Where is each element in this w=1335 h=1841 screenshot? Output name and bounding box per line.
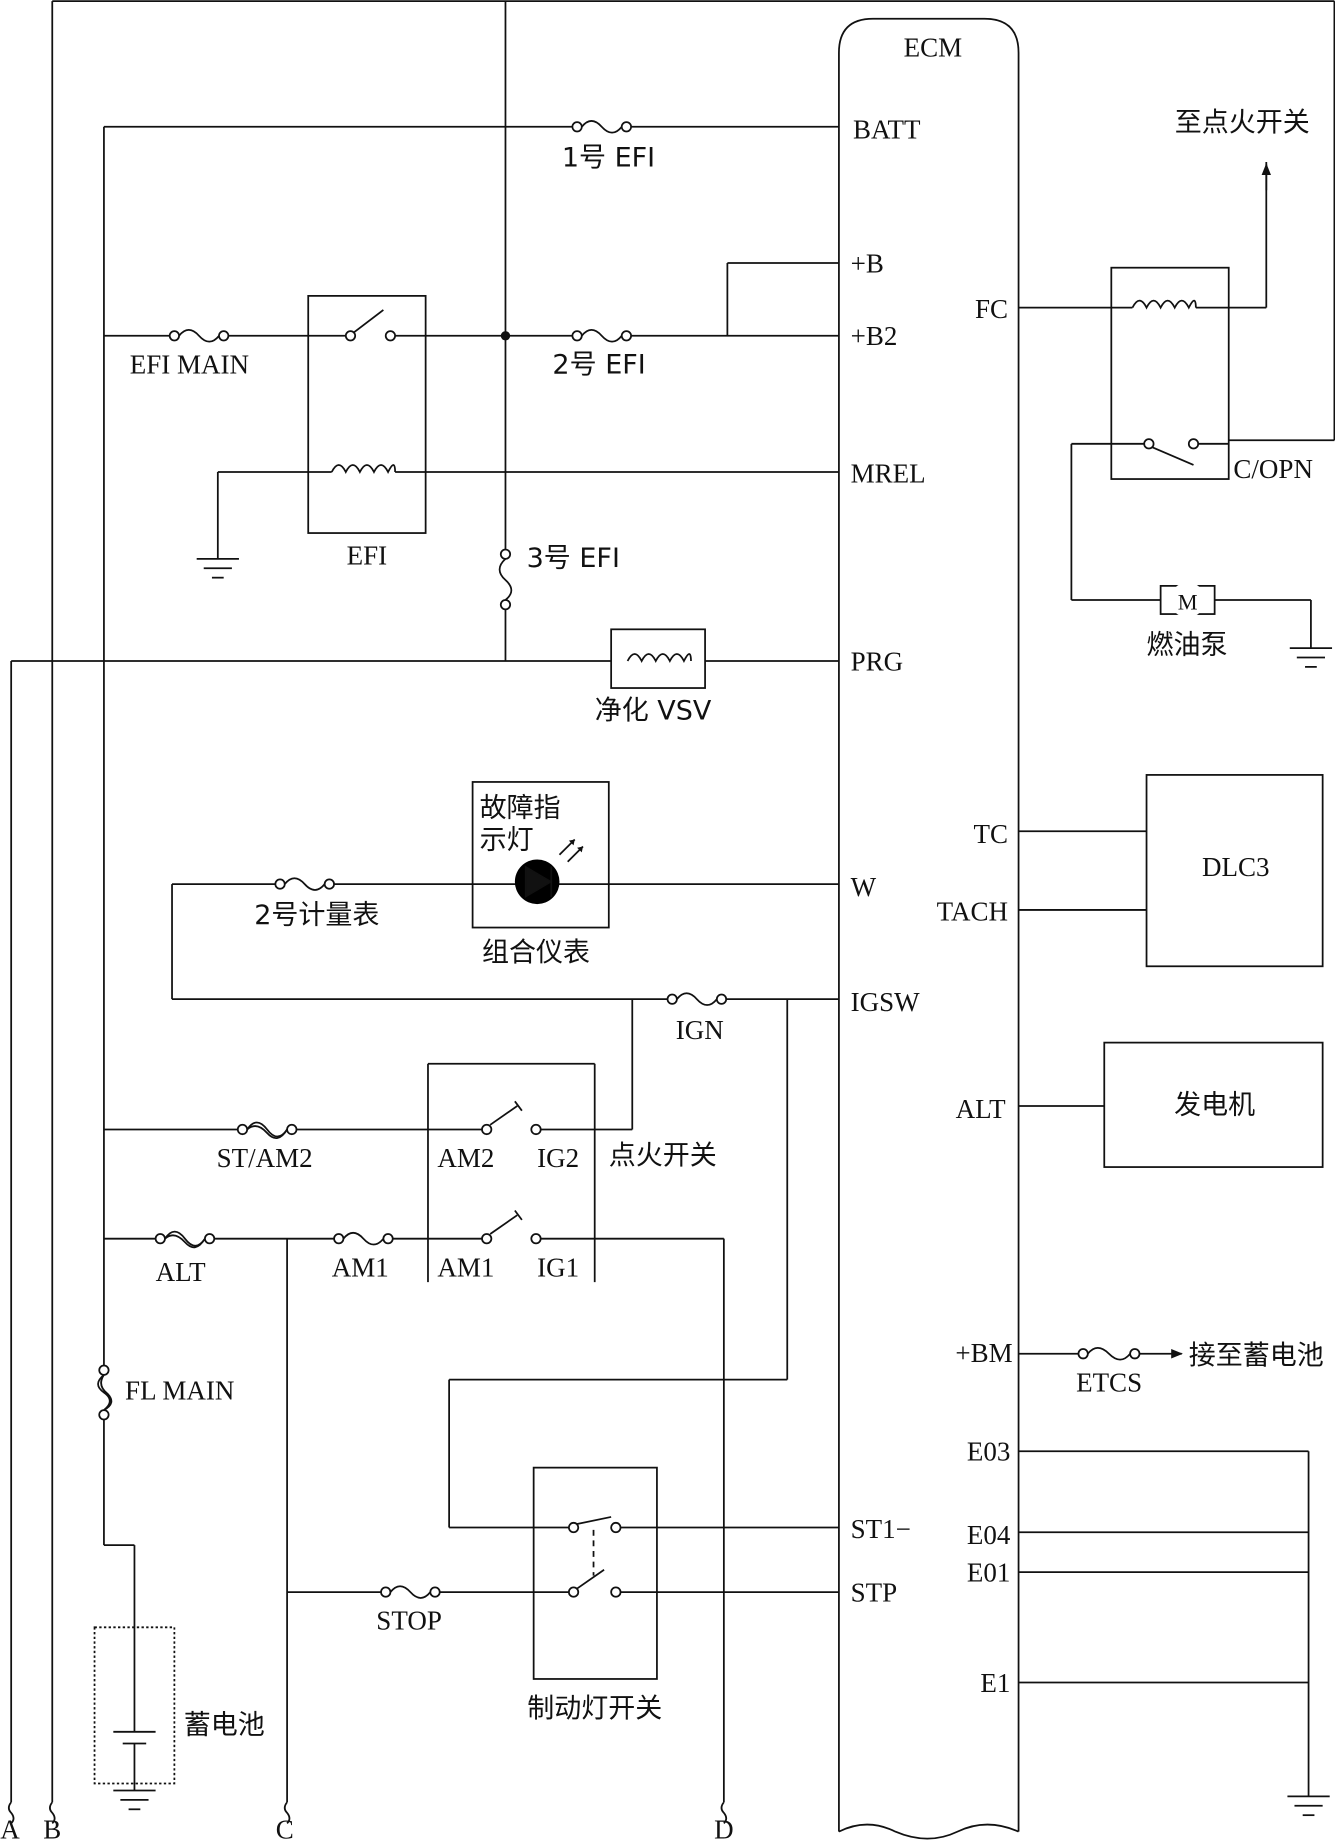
break-label-c: C xyxy=(276,1815,294,1841)
fuse-am1 xyxy=(333,1231,394,1246)
pin-w: W xyxy=(851,872,877,902)
alternator-label: 发电机 xyxy=(1174,1090,1255,1121)
pin-e03: E03 xyxy=(967,1437,1011,1467)
pin-bm: +BM xyxy=(955,1338,1012,1368)
wire-break-marks xyxy=(7,1801,728,1825)
circuit-opening-relay-label: C/OPN xyxy=(1233,454,1313,484)
ignition-switch xyxy=(427,1062,596,1283)
to-ignition-switch-label: 至点火开关 xyxy=(1175,107,1310,138)
combination-meter xyxy=(471,781,610,929)
fuse-fl-main-label: FL MAIN xyxy=(125,1376,234,1406)
fuel-pump-label: 燃油泵 xyxy=(1147,630,1228,661)
dlc3-box xyxy=(1145,774,1324,968)
pin-batt: BATT xyxy=(853,115,921,145)
pin-fc: FC xyxy=(975,294,1008,324)
fuse-stop-label: STOP xyxy=(376,1606,442,1636)
junction-dot xyxy=(500,331,511,341)
fuel-pump xyxy=(1159,582,1216,618)
pin-igsw: IGSW xyxy=(851,987,921,1017)
ground-icon xyxy=(1287,1795,1330,1817)
fuse-efi-main-label: EFI MAIN xyxy=(130,349,249,379)
fuse-stop xyxy=(380,1585,441,1599)
fuse-st-am2 xyxy=(236,1121,298,1139)
ecm-module: ECM xyxy=(838,17,1020,1840)
fuse-efi3-label: 3号 EFI xyxy=(527,543,620,574)
fuse-efi2 xyxy=(571,329,632,343)
pin-e01: E01 xyxy=(967,1558,1011,1588)
fuse-etcs xyxy=(1077,1347,1141,1361)
pin-alt: ALT xyxy=(956,1094,1007,1124)
wires xyxy=(10,0,1335,1803)
mil-label-line2: 示灯 xyxy=(480,825,534,856)
fuse-efi1 xyxy=(571,120,632,134)
fuse-efi2-label: 2号 EFI xyxy=(552,349,645,380)
to-battery-label: 接至蓄电池 xyxy=(1189,1340,1324,1371)
pin-tc: TC xyxy=(973,819,1008,849)
fuse-gauge2-label: 2号计量表 xyxy=(254,900,379,931)
fuse-etcs-label: ETCS xyxy=(1076,1367,1142,1397)
pin-tach: TACH xyxy=(937,897,1008,927)
fuse-efi1-label: 1号 EFI xyxy=(562,143,655,174)
pin-b2: +B2 xyxy=(851,321,898,351)
fuse-efi3 xyxy=(498,548,513,611)
purge-vsv xyxy=(610,628,706,689)
break-label-a: A xyxy=(0,1815,20,1841)
ignition-switch-label: 点火开关 xyxy=(609,1141,717,1172)
fuse-fl-main xyxy=(97,1364,113,1421)
ground-icon xyxy=(196,557,239,579)
dlc3-label: DLC3 xyxy=(1202,852,1270,882)
terminal-am2: AM2 xyxy=(437,1143,494,1173)
terminal-am1: AM1 xyxy=(437,1252,494,1282)
brake-light-switch xyxy=(532,1466,658,1680)
fuse-alt xyxy=(154,1230,216,1249)
combination-meter-label: 组合仪表 xyxy=(482,938,590,969)
efi-relay xyxy=(307,294,427,534)
fuse-ign xyxy=(666,992,728,1006)
pin-e04: E04 xyxy=(967,1520,1011,1550)
battery xyxy=(93,1626,176,1785)
terminal-ig2: IG2 xyxy=(537,1143,579,1173)
fuse-am1-label: AM1 xyxy=(332,1252,389,1282)
motor-icon: M xyxy=(1178,589,1198,614)
pin-mrel: MREL xyxy=(851,459,926,489)
mil-label-line1: 故障指 xyxy=(480,793,561,824)
ecm-title: ECM xyxy=(904,32,963,62)
ecm-right-pins: FC TC TACH ALT +BM E03 E04 E01 E1 xyxy=(937,294,1013,1698)
ground-icon xyxy=(113,1789,156,1811)
alternator-box xyxy=(1103,1041,1324,1168)
purge-vsv-label: 净化 VSV xyxy=(595,696,712,727)
battery-label: 蓄电池 xyxy=(184,1710,265,1741)
pin-b: +B xyxy=(851,248,884,278)
fuse-alt-label: ALT xyxy=(156,1257,207,1287)
break-label-b: B xyxy=(43,1815,61,1841)
pin-stp: STP xyxy=(851,1577,898,1607)
ground-icon xyxy=(1289,647,1333,668)
fuse-efi-main xyxy=(168,329,230,343)
brake-light-switch-label: 制动灯开关 xyxy=(527,1694,662,1725)
ecm-left-pins: BATT +B +B2 MREL PRG W IGSW ST1− STP xyxy=(851,115,926,1608)
efi-relay-label: EFI xyxy=(347,541,388,571)
terminal-ig1: IG1 xyxy=(537,1252,579,1282)
pin-prg: PRG xyxy=(851,646,904,676)
pin-st1: ST1− xyxy=(851,1514,911,1544)
fuse-ign-label: IGN xyxy=(676,1015,724,1045)
circuit-opening-relay xyxy=(1110,266,1230,480)
pin-e1: E1 xyxy=(980,1668,1010,1698)
fuse-gauge2 xyxy=(274,877,335,891)
break-label-d: D xyxy=(714,1815,734,1841)
fuse-st-am2-label: ST/AM2 xyxy=(217,1143,313,1173)
